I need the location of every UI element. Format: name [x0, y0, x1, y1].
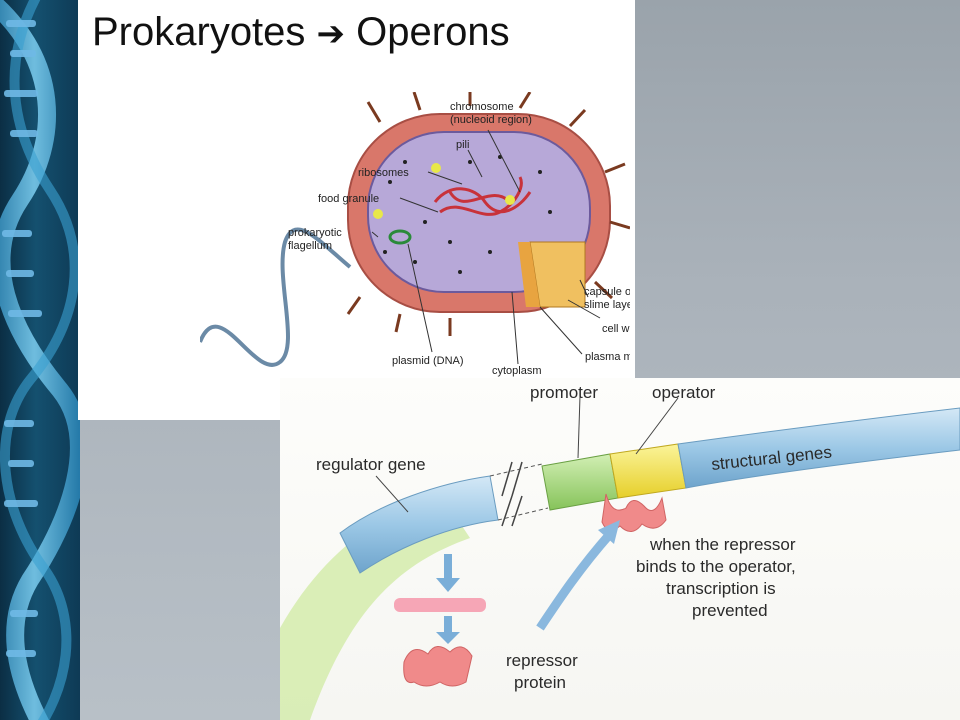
plasma-membrane-cutaway-shape: [518, 242, 540, 307]
structural-genes-segment: [677, 407, 960, 489]
repressor-protein-shape: [403, 646, 473, 687]
label-flagellum-line1: prokaryotic: [288, 227, 342, 239]
slide-title: Prokaryotes ➔ Operons: [92, 4, 510, 62]
title-prokaryotes: Prokaryotes: [92, 10, 306, 54]
nucleoid-dna-shape: [433, 176, 532, 216]
operator-segment: [609, 443, 687, 499]
cell-wall-cutaway-shape: [529, 241, 586, 308]
flagellum-shape: [200, 227, 352, 367]
title-operons: Operons: [356, 10, 510, 54]
title-arrow-icon: ➔: [316, 15, 346, 53]
connector-dashed-top: [489, 463, 543, 477]
food-granule-shape: [505, 195, 515, 205]
dna-band-left-shape: [280, 493, 470, 720]
label-promoter: promoter: [530, 383, 598, 402]
label-ribosomes: ribosomes: [358, 167, 409, 179]
caption-line2: binds to the operator,: [636, 557, 796, 576]
leader-lines: [371, 129, 601, 365]
label-capsule-line1: capsule or: [584, 286, 630, 298]
label-operator: operator: [652, 383, 716, 402]
label-cell-wall: cell wall: [602, 323, 630, 335]
curved-arrow-up-icon: [536, 531, 614, 631]
dna-break-marks: [501, 461, 523, 527]
arrow-down-icon: [436, 554, 460, 592]
caption-line1: when the repressor: [649, 535, 796, 554]
connector-dashed-bottom: [497, 507, 549, 521]
label-plasmid-dna: plasmid (DNA): [392, 355, 464, 367]
label-nucleoid-region: (nucleoid region): [450, 114, 532, 126]
caption-line3: transcription is: [666, 579, 776, 598]
label-chromosome: chromosome: [450, 101, 514, 113]
label-food-granule: food granule: [318, 193, 379, 205]
label-cytoplasm: cytoplasm: [492, 365, 542, 377]
prokaryotic-cell-diagram: chromosome (nucleoid region) pili riboso…: [200, 92, 630, 377]
curved-arrow-up-head: [598, 520, 620, 544]
label-capsule-line2: slime layer: [584, 299, 630, 311]
plasmid-shape: [388, 229, 412, 245]
label-flagellum-line2: flagellum: [288, 240, 332, 252]
title-panel: Prokaryotes ➔ Operons: [78, 0, 635, 420]
operon-panel: promoter operator regulator gene structu…: [280, 378, 960, 720]
promoter-leader-line: [577, 395, 581, 459]
mrna-shape: [394, 598, 486, 612]
pili-shape: [346, 92, 630, 336]
label-regulator-gene: regulator gene: [316, 455, 426, 474]
food-granule-shape: [431, 163, 441, 173]
label-plasma-membrane: plasma membrane: [585, 351, 630, 363]
label-repressor: repressor: [506, 651, 578, 670]
label-protein: protein: [514, 673, 566, 692]
label-pili: pili: [456, 139, 469, 151]
arrow-down-icon: [436, 616, 460, 644]
dna-helix-decoration: [0, 0, 80, 720]
ribosomes-shape: [383, 155, 552, 274]
food-granule-shape: [373, 209, 383, 219]
regulator-leader-line: [375, 475, 409, 513]
operon-diagram: promoter operator regulator gene structu…: [280, 383, 960, 720]
dna-helix-graphic: [0, 0, 80, 720]
caption-line4: prevented: [692, 601, 768, 620]
operator-leader-line: [635, 397, 679, 455]
